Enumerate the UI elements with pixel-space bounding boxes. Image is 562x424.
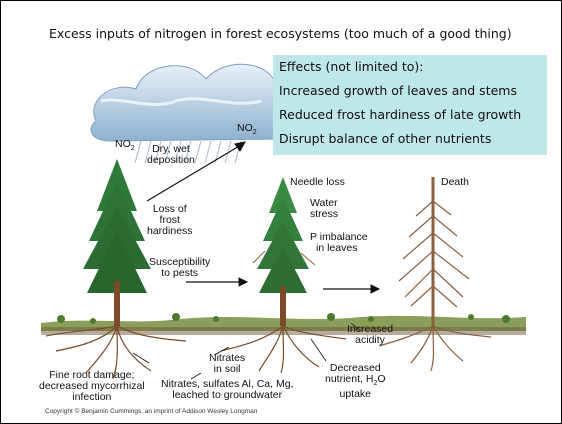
effects-heading: Effects (not limited to): [279, 59, 424, 74]
frost-hardiness-label: Loss of frost hardiness [147, 203, 193, 237]
healthy-tree-icon [45, 159, 187, 380]
pests-label: Susceptibility to pests [149, 256, 211, 279]
death-label: Death [441, 176, 470, 188]
progression-arrow-2 [323, 284, 381, 294]
needle-loss-label: Needle loss [290, 176, 345, 188]
deposition-label: Dry, wet deposition [147, 143, 195, 166]
effect-item: Increased growth of leaves and stems [279, 83, 517, 98]
p-imbalance-label: P imbalance in leaves [310, 231, 368, 254]
stressed-tree-icon [220, 177, 347, 374]
effects-box: Effects (not limited to): Increased grow… [273, 55, 547, 155]
leaching-label: Nitrates, sulfates Al, Ca, Mg, leached t… [161, 378, 294, 401]
acidity-label: Increased acidity [347, 323, 394, 346]
nitrates-label: Nitrates in soil [209, 352, 246, 375]
leader-lines [132, 322, 362, 380]
emission-arrow [146, 141, 246, 202]
water-stress-label: Water stress [310, 197, 339, 220]
no2-label-left: NO2 [115, 138, 135, 153]
copyright-text: Copyright © Benjamin Cummings, an imprin… [45, 408, 258, 415]
effect-item: Disrupt balance of other nutrients [279, 131, 492, 146]
effect-item: Reduced frost hardiness of late growth [279, 107, 522, 122]
progression-arrow-1 [186, 277, 249, 287]
root-damage-label: Fine root damage; decreased mycorrhizal … [39, 369, 145, 403]
no2-label-right: NO2 [237, 122, 257, 137]
dead-tree-icon [378, 177, 492, 372]
slide-title: Excess inputs of nitrogen in forest ecos… [49, 26, 512, 41]
cloud-icon [90, 63, 316, 164]
nutrient-uptake-label: Decreased nutrient, H2O uptake [325, 362, 386, 401]
